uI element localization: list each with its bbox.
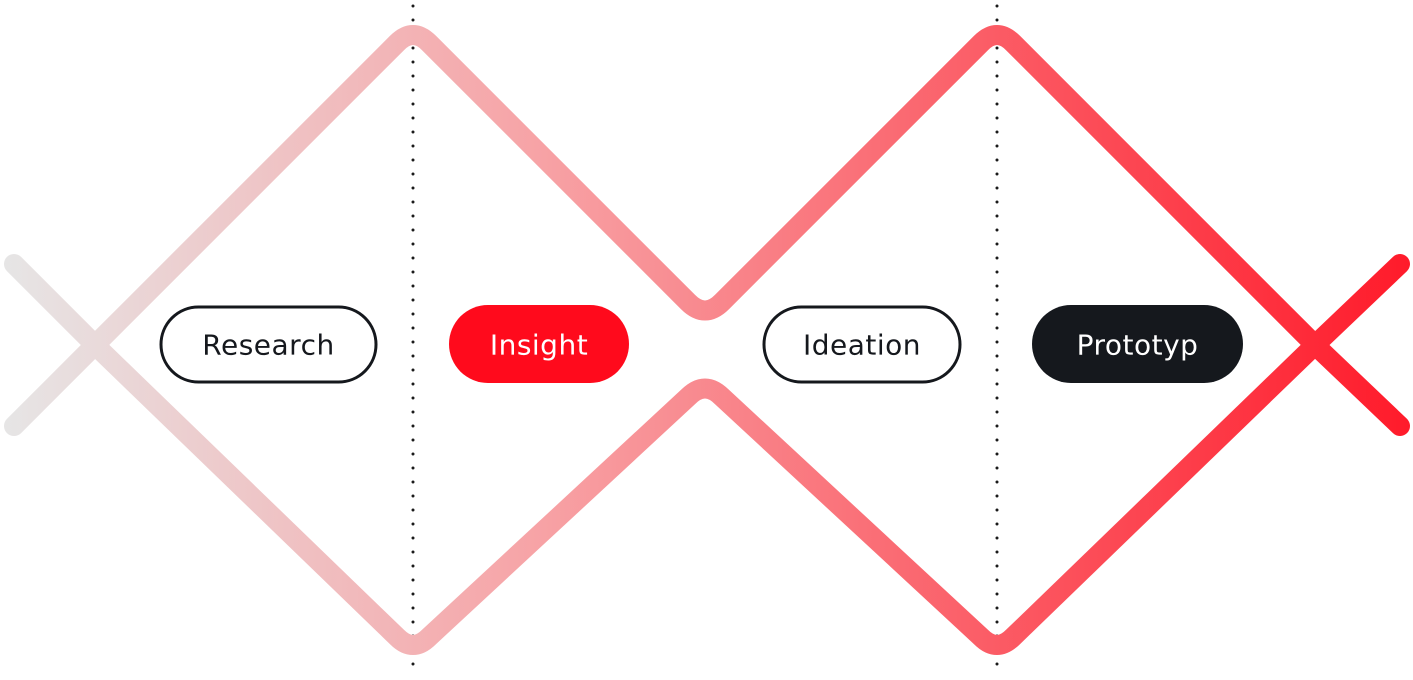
- top-wave-line: [85, 25, 1325, 355]
- phase-pill-prototype: Prototyp: [1032, 305, 1243, 383]
- phase-label-research: Research: [202, 329, 334, 362]
- phase-pill-research: Research: [159, 305, 378, 384]
- right-cross-tails: [1305, 254, 1410, 436]
- phase-pill-ideation: Ideation: [762, 305, 962, 384]
- phase-pill-insight: Insight: [449, 305, 629, 383]
- phase-pill-research-shape: [159, 305, 378, 384]
- phase-pill-prototype-shape: [1032, 305, 1243, 383]
- phase-pill-insight-shape: [449, 305, 629, 383]
- phase-pill-ideation-shape: [762, 305, 962, 384]
- phase-label-prototype: Prototyp: [1077, 329, 1199, 362]
- phase-label-ideation: Ideation: [803, 329, 921, 362]
- left-cross-tails: [4, 254, 105, 436]
- bottom-wave-line: [85, 335, 1325, 655]
- phase-label-insight: Insight: [490, 329, 588, 362]
